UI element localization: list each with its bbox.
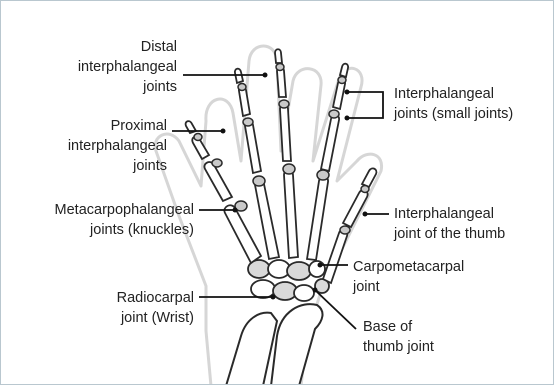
label-metacarpophalangeal: Metacarpophalangeal joints (knuckles) [11,200,194,240]
label-carpometacarpal: Carpometacarpal joint [353,257,493,297]
label-interphalangeal-thumb: Interphalangeal joint of the thumb [394,204,549,244]
label-interphalangeal-small-joints: Interphalangeal joints (small joints) [394,84,549,124]
radius-ulna [226,304,323,385]
carpal-bones [248,260,329,301]
label-distal-interphalangeal: Distal interphalangeal joints [45,37,177,97]
label-radiocarpal: Radiocarpal joint (Wrist) [61,288,194,328]
label-proximal-interphalangeal: Proximal interphalangeal joints [15,116,167,176]
label-base-of-thumb: Base of thumb joint [363,317,483,357]
